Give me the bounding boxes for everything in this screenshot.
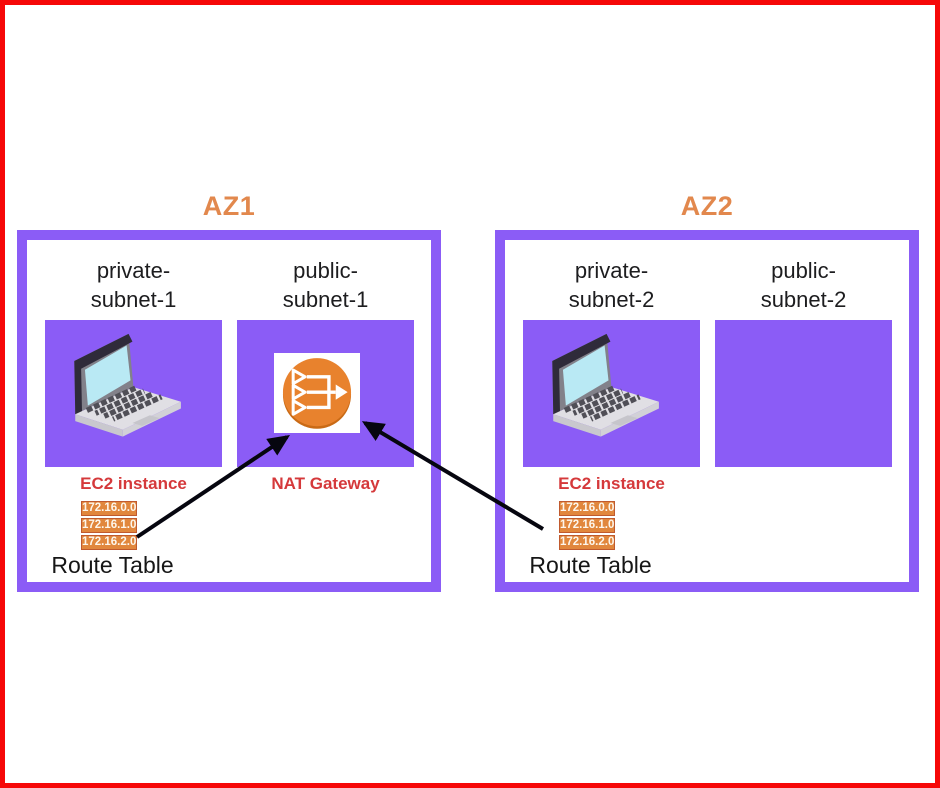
route-table-1-label: Route Table [51,552,174,578]
az1-title: AZ1 [202,191,256,221]
public-subnet-1-label: public- subnet-1 [282,258,369,312]
public-subnet-2-label: public- subnet-2 [760,258,847,312]
az2-title: AZ2 [680,191,734,221]
route-entry: 172.16.1.0 [559,518,615,533]
ec2-laptop-icon [72,329,189,460]
private-subnet-1-label: private- subnet-1 [90,258,177,312]
ec2-instance-label: EC2 instance [558,474,665,493]
nat-gateway-label: NAT Gateway [271,474,380,493]
route-table-2-label: Route Table [529,552,652,578]
ec2-laptop-icon [550,329,667,460]
nat-gateway-icon [274,353,360,433]
laptop-icon [74,333,181,437]
private-subnet-2-box [523,320,700,467]
route-table-1: 172.16.0.0 172.16.1.0 172.16.2.0 [81,501,137,552]
private-subnet-1-box [45,320,222,467]
public-subnet-2-box [715,320,892,467]
route-entry: 172.16.1.0 [81,518,137,533]
az2-container: private- subnet-2 public- subnet-2 E [495,230,919,592]
laptop-icon [552,333,659,437]
ec2-instance-label: EC2 instance [80,474,187,493]
route-table-2: 172.16.0.0 172.16.1.0 172.16.2.0 [559,501,615,552]
route-entry: 172.16.2.0 [559,535,615,550]
az1-container: private- subnet-1 public- subnet-1 [17,230,441,592]
private-subnet-2-label: private- subnet-2 [568,258,655,312]
public-subnet-1-box [237,320,414,467]
route-entry: 172.16.2.0 [81,535,137,550]
route-entry: 172.16.0.0 [81,501,137,516]
route-entry: 172.16.0.0 [559,501,615,516]
